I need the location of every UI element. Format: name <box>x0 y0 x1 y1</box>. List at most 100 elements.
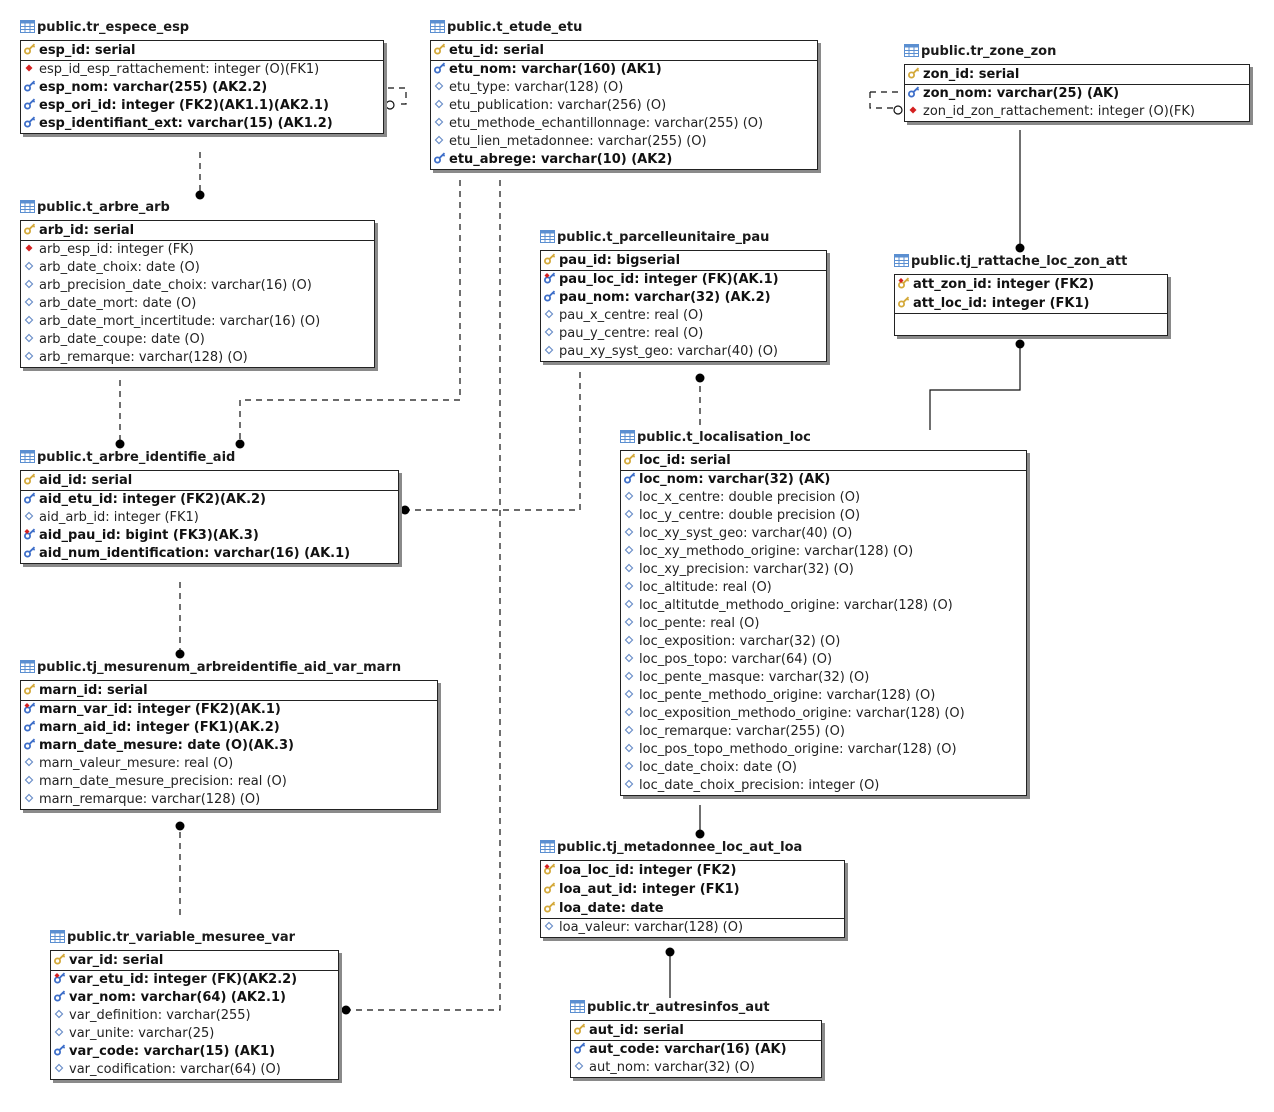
primary-key-column[interactable]: att_loc_id: integer (FK1) <box>895 294 1167 313</box>
table-title: public.t_etude_etu <box>430 20 582 38</box>
table-column[interactable]: esp_nom: varchar(255) (AK2.2) <box>21 79 383 97</box>
table-column[interactable]: var_codification: varchar(64) (O) <box>51 1061 338 1079</box>
table-column[interactable]: loc_pente: real (O) <box>621 615 1026 633</box>
table-column[interactable]: loc_remarque: varchar(255) (O) <box>621 723 1026 741</box>
table-column[interactable]: aut_code: varchar(16) (AK) <box>571 1041 821 1059</box>
table-column[interactable]: aid_pau_id: bigint (FK3)(AK.3) <box>21 527 398 545</box>
table-column[interactable]: aid_arb_id: integer (FK1) <box>21 509 398 527</box>
attribute-diamond-icon <box>24 333 34 343</box>
primary-key-column[interactable]: aid_id: serial <box>21 471 398 490</box>
primary-key-column[interactable]: loa_date: date <box>541 899 844 918</box>
table-title: public.t_localisation_loc <box>620 430 811 448</box>
table-column[interactable]: loc_date_choix: date (O) <box>621 759 1026 777</box>
table-column[interactable]: var_unite: varchar(25) <box>51 1025 338 1043</box>
table-column[interactable]: arb_date_coupe: date (O) <box>21 331 374 349</box>
attribute-diamond-icon <box>24 351 34 361</box>
primary-key-column[interactable]: loc_id: serial <box>621 451 1026 470</box>
table-column[interactable]: arb_date_choix: date (O) <box>21 259 374 277</box>
pk-key-icon <box>908 67 920 79</box>
attribute-diamond-icon <box>54 1027 64 1037</box>
table-column[interactable]: arb_precision_date_choix: varchar(16) (O… <box>21 277 374 295</box>
primary-key-column[interactable]: zon_id: serial <box>905 65 1249 84</box>
primary-key-column[interactable]: arb_id: serial <box>21 221 374 240</box>
table-column[interactable]: loc_altitutde_methodo_origine: varchar(1… <box>621 597 1026 615</box>
primary-key-column[interactable]: att_zon_id: integer (FK2) <box>895 275 1167 294</box>
table-column[interactable]: loc_date_choix_precision: integer (O) <box>621 777 1026 795</box>
table-column[interactable]: pau_xy_syst_geo: varchar(40) (O) <box>541 343 826 361</box>
table-column[interactable]: zon_id_zon_rattachement: integer (O)(FK) <box>905 103 1249 121</box>
table-column[interactable]: etu_type: varchar(128) (O) <box>431 79 817 97</box>
table-column[interactable]: marn_date_mesure_precision: real (O) <box>21 773 437 791</box>
attribute-diamond-icon <box>24 261 34 271</box>
table-column[interactable]: etu_abrege: varchar(10) (AK2) <box>431 151 817 169</box>
table-box[interactable]: loa_loc_id: integer (FK2)loa_aut_id: int… <box>540 860 845 938</box>
table-column[interactable]: loc_y_centre: double precision (O) <box>621 507 1026 525</box>
primary-key-column[interactable]: loa_aut_id: integer (FK1) <box>541 880 844 899</box>
table-column[interactable]: pau_x_centre: real (O) <box>541 307 826 325</box>
table-column[interactable]: aid_etu_id: integer (FK2)(AK.2) <box>21 491 398 509</box>
table-column[interactable]: loc_exposition: varchar(32) (O) <box>621 633 1026 651</box>
table-column[interactable]: loc_pos_topo_methodo_origine: varchar(12… <box>621 741 1026 759</box>
table-column[interactable]: marn_var_id: integer (FK2)(AK.1) <box>21 701 437 719</box>
table-column[interactable]: etu_lien_metadonnee: varchar(255) (O) <box>431 133 817 151</box>
table-column[interactable]: pau_nom: varchar(32) (AK.2) <box>541 289 826 307</box>
primary-key-section: loc_id: serial <box>621 451 1026 471</box>
primary-key-column[interactable]: loa_loc_id: integer (FK2) <box>541 861 844 880</box>
table-column[interactable]: loc_xy_syst_geo: varchar(40) (O) <box>621 525 1026 543</box>
table-column[interactable]: arb_esp_id: integer (FK) <box>21 241 374 259</box>
table-column[interactable]: loc_pente_methodo_origine: varchar(128) … <box>621 687 1026 705</box>
table-column[interactable]: loc_pos_topo: varchar(64) (O) <box>621 651 1026 669</box>
table-column[interactable]: arb_date_mort: date (O) <box>21 295 374 313</box>
table-column[interactable]: var_definition: varchar(255) <box>51 1007 338 1025</box>
table-column[interactable]: marn_date_mesure: date (O)(AK.3) <box>21 737 437 755</box>
table-column[interactable]: aid_num_identification: varchar(16) (AK.… <box>21 545 398 563</box>
table-column[interactable]: loc_altitude: real (O) <box>621 579 1026 597</box>
table-column[interactable]: arb_date_mort_incertitude: varchar(16) (… <box>21 313 374 331</box>
table-column[interactable]: etu_publication: varchar(256) (O) <box>431 97 817 115</box>
table-column[interactable]: marn_remarque: varchar(128) (O) <box>21 791 437 809</box>
table-column[interactable]: esp_ori_id: integer (FK2)(AK1.1)(AK2.1) <box>21 97 383 115</box>
primary-key-column[interactable]: esp_id: serial <box>21 41 383 60</box>
primary-key-column[interactable]: aut_id: serial <box>571 1021 821 1040</box>
column-label: loc_pente_masque: varchar(32) (O) <box>639 670 870 685</box>
primary-key-column[interactable]: etu_id: serial <box>431 41 817 60</box>
primary-key-column[interactable]: marn_id: serial <box>21 681 437 700</box>
table-column[interactable]: arb_remarque: varchar(128) (O) <box>21 349 374 367</box>
attribute-diamond-icon <box>624 653 634 663</box>
table-column[interactable]: esp_id_esp_rattachement: integer (O)(FK1… <box>21 61 383 79</box>
table-column[interactable]: loa_valeur: varchar(128) (O) <box>541 919 844 937</box>
table-column[interactable]: loc_pente_masque: varchar(32) (O) <box>621 669 1026 687</box>
table-column[interactable]: var_nom: varchar(64) (AK2.1) <box>51 989 338 1007</box>
table-column[interactable]: loc_x_centre: double precision (O) <box>621 489 1026 507</box>
table-title: public.t_arbre_arb <box>20 200 170 218</box>
table-column[interactable]: etu_methode_echantillonnage: varchar(255… <box>431 115 817 133</box>
table-column[interactable]: loc_xy_methodo_origine: varchar(128) (O) <box>621 543 1026 561</box>
table-column[interactable]: marn_valeur_mesure: real (O) <box>21 755 437 773</box>
table-column[interactable]: esp_identifiant_ext: varchar(15) (AK1.2) <box>21 115 383 133</box>
table-box[interactable]: att_zon_id: integer (FK2)att_loc_id: int… <box>894 274 1168 336</box>
table-column[interactable]: marn_aid_id: integer (FK1)(AK.2) <box>21 719 437 737</box>
table-column[interactable]: loc_nom: varchar(32) (AK) <box>621 471 1026 489</box>
table-column[interactable]: loc_xy_precision: varchar(32) (O) <box>621 561 1026 579</box>
primary-key-column[interactable]: pau_id: bigserial <box>541 251 826 270</box>
table-column[interactable]: pau_y_centre: real (O) <box>541 325 826 343</box>
table-column[interactable]: aut_nom: varchar(32) (O) <box>571 1059 821 1077</box>
table-column[interactable]: etu_nom: varchar(160) (AK1) <box>431 61 817 79</box>
table-column[interactable]: zon_nom: varchar(25) (AK) <box>905 85 1249 103</box>
table-column[interactable]: var_code: varchar(15) (AK1) <box>51 1043 338 1061</box>
attribute-section: aut_code: varchar(16) (AK)aut_nom: varch… <box>571 1041 821 1077</box>
table-column[interactable]: loc_exposition_methodo_origine: varchar(… <box>621 705 1026 723</box>
table-column[interactable]: var_etu_id: integer (FK)(AK2.2) <box>51 971 338 989</box>
table-column[interactable]: pau_loc_id: integer (FK)(AK.1) <box>541 271 826 289</box>
primary-key-column[interactable]: var_id: serial <box>51 951 338 970</box>
